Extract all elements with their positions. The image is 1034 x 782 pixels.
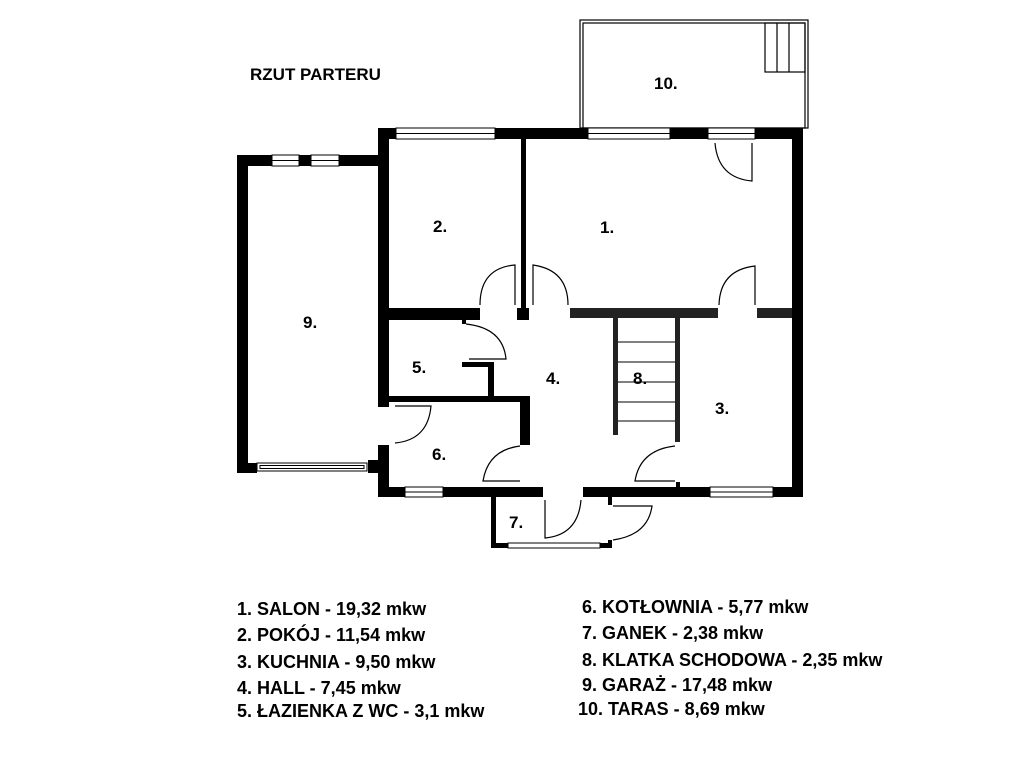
legend-item: 2. POKÓJ - 11,54 mkw [237,624,426,645]
doors [394,142,756,541]
room-label-7: 7. [509,513,523,532]
house-walls [378,127,803,498]
porch-walls [491,482,680,549]
legend-item: 8. KLATKA SCHODOWA - 2,35 mkw [582,650,883,670]
legend-item: 5. ŁAZIENKA Z WC - 3,1 mkw [237,701,485,721]
legend-item: 3. KUCHNIA - 9,50 mkw [237,652,436,672]
room-label-5: 5. [412,358,426,377]
staircase [613,318,680,442]
terrace-steps [764,22,806,73]
room-label-4: 4. [546,369,560,388]
legend-item: 9. GARAŻ - 17,48 mkw [582,675,773,695]
terrace [579,19,809,129]
room-label-8: 8. [633,369,647,388]
legend: 1. SALON - 19,32 mkw 2. POKÓJ - 11,54 mk… [237,597,883,721]
legend-item: 7. GANEK - 2,38 mkw [582,623,764,643]
room-label-10: 10. [654,74,678,93]
room-label-1: 1. [600,218,614,237]
legend-item: 6. KOTŁOWNIA - 5,77 mkw [582,597,809,617]
room-label-3: 3. [715,399,729,418]
room-label-2: 2. [433,217,447,236]
garage-walls [237,154,380,473]
legend-item: 10. TARAS - 8,69 mkw [578,699,766,719]
room-label-9: 9. [303,313,317,332]
legend-item: 4. HALL - 7,45 mkw [237,678,402,698]
interior-walls [389,139,792,445]
legend-item: 1. SALON - 19,32 mkw [237,599,427,619]
room-label-6: 6. [432,445,446,464]
plan-title: RZUT PARTERU [250,65,381,84]
